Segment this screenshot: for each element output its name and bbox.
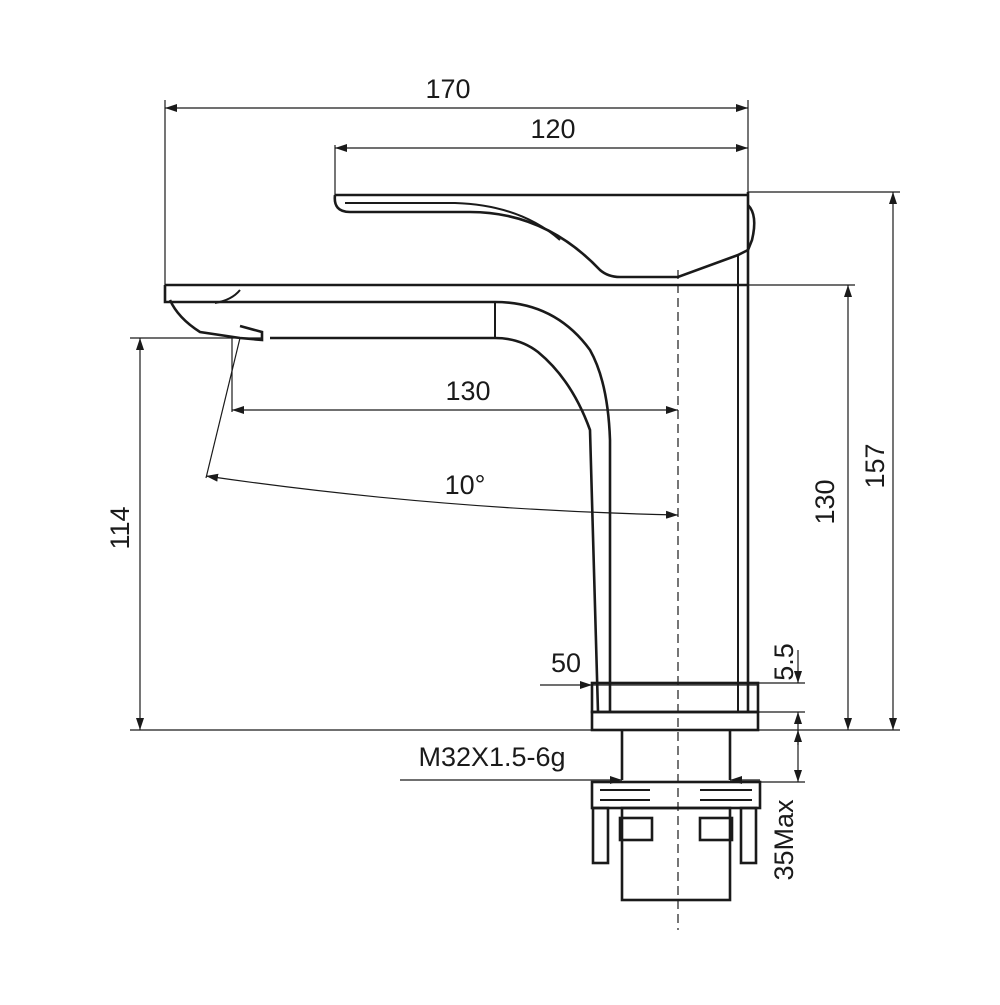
spout-aerator — [214, 289, 241, 304]
label-mount-thickness: 35Max — [769, 799, 799, 881]
base-flange — [590, 681, 760, 714]
label-spout-height: 114 — [105, 506, 135, 549]
label-spout-angle: 10° — [445, 470, 486, 500]
left-clamp — [618, 816, 654, 842]
handle-highlight — [345, 202, 561, 241]
mount-nut — [620, 806, 732, 902]
label-handle-length: 120 — [530, 114, 575, 144]
extension-lines — [130, 100, 900, 783]
handle-knob — [746, 204, 756, 251]
label-base-diameter: 50 — [551, 648, 581, 678]
spout-inner — [270, 336, 600, 713]
threaded-shank — [620, 730, 732, 780]
label-spout-reach: 130 — [445, 376, 490, 406]
washer-lines — [600, 789, 752, 801]
label-overall-length: 170 — [425, 74, 470, 104]
label-total-height: 157 — [860, 443, 890, 488]
angle-leader — [205, 337, 241, 479]
left-bolt — [591, 806, 610, 865]
dim-arc-10deg — [205, 473, 679, 519]
right-bolt — [739, 806, 758, 865]
dimension-labels: 170 120 130 10° 114 130 157 50 5.5 M32X1… — [105, 74, 890, 881]
spout-tip — [168, 299, 264, 342]
base-plate — [590, 710, 760, 732]
label-thread-spec: M32X1.5-6g — [418, 742, 565, 772]
label-base-thickness: 5.5 — [769, 643, 799, 681]
handle-bottom — [333, 194, 749, 279]
mount-washer — [590, 780, 762, 810]
dimension-lines — [136, 104, 897, 784]
right-clamp — [698, 816, 734, 842]
label-body-height: 130 — [810, 479, 840, 524]
faucet-outline — [163, 192, 762, 930]
